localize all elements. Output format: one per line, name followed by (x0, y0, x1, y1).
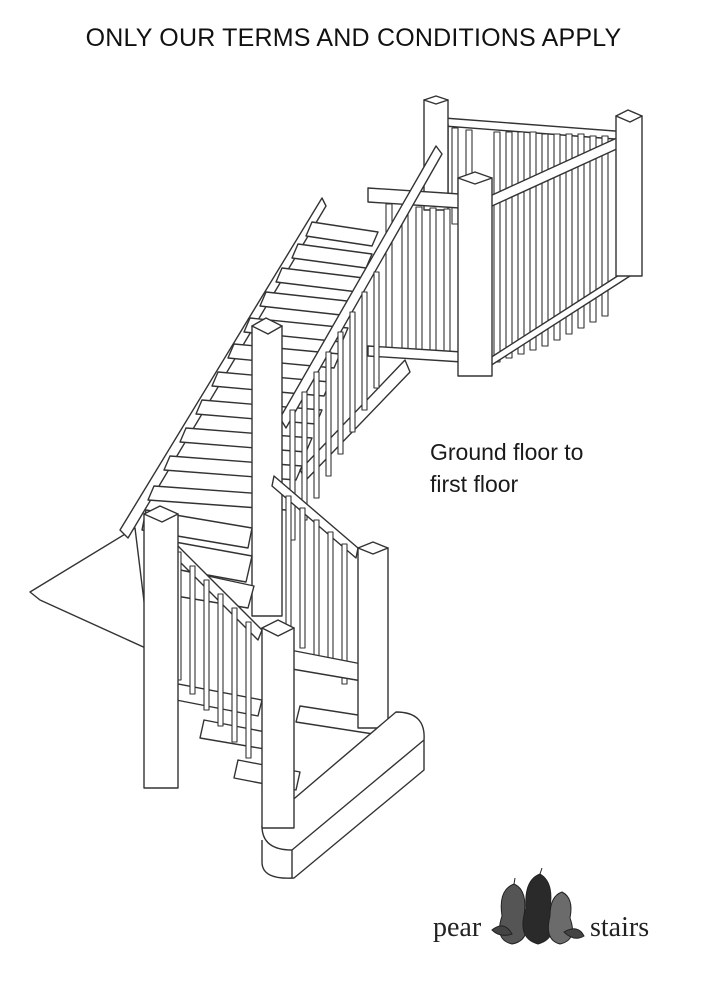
pear-stairs-logo: pear stairs (430, 868, 670, 958)
upper-landing-balustrade (367, 171, 493, 377)
mid-flight-balustrade (271, 475, 359, 685)
bullnose-step (261, 711, 425, 879)
landing-plate (29, 527, 151, 651)
central-newel (251, 317, 283, 617)
logo-word-stairs: stairs (590, 912, 650, 943)
caption-line-2: first floor (430, 471, 519, 497)
terms-notice: ONLY OUR TERMS AND CONDITIONS APPLY (85, 24, 622, 52)
logo-word-pear: pear (433, 912, 482, 943)
front-newel (261, 619, 295, 829)
left-newel (143, 505, 179, 789)
right-newel (357, 541, 389, 729)
floor-caption: Ground floor to first floor (430, 436, 583, 500)
upper-stringer (119, 197, 327, 539)
gallery-balustrade (423, 95, 643, 367)
pear-icon (491, 868, 585, 945)
caption-line-1: Ground floor to (430, 439, 584, 465)
